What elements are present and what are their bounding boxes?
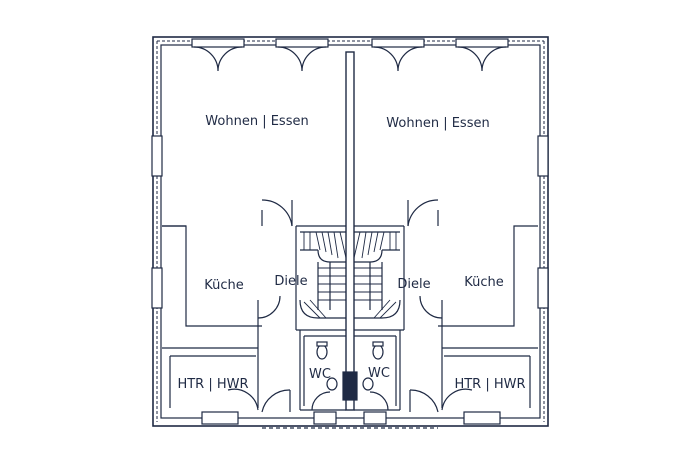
- room-label-left-kitchen: Küche: [204, 278, 244, 293]
- room-label-left-wc: WC: [309, 367, 331, 382]
- party-wall: [342, 51, 358, 411]
- right-toilet-icon: [372, 344, 384, 360]
- room-label-right-kitchen: Küche: [464, 275, 504, 290]
- room-label-right-hall: Diele: [397, 277, 430, 292]
- right-wc: [354, 335, 397, 411]
- room-label-right-utility: HTR | HWR: [454, 377, 525, 392]
- top-windows: [191, 38, 509, 72]
- bottom-windows: [201, 411, 501, 429]
- left-stair: [299, 231, 347, 319]
- right-sink-icon: [362, 377, 374, 391]
- exterior-walls: [152, 36, 549, 427]
- left-interior-walls: [162, 199, 346, 411]
- room-label-left-hall: Diele: [274, 274, 307, 289]
- left-wc: [303, 335, 346, 411]
- left-toilet-icon: [316, 344, 328, 360]
- right-interior-walls: [354, 199, 538, 411]
- side-windows: [151, 135, 549, 309]
- left-sink-icon: [326, 377, 338, 391]
- room-label-left-utility: HTR | HWR: [177, 377, 248, 392]
- room-label-left-living: Wohnen | Essen: [205, 114, 308, 129]
- room-label-right-living: Wohnen | Essen: [386, 116, 489, 131]
- room-label-right-wc: WC: [368, 366, 390, 381]
- right-stair: [353, 231, 401, 319]
- entrance-doors: [261, 389, 439, 413]
